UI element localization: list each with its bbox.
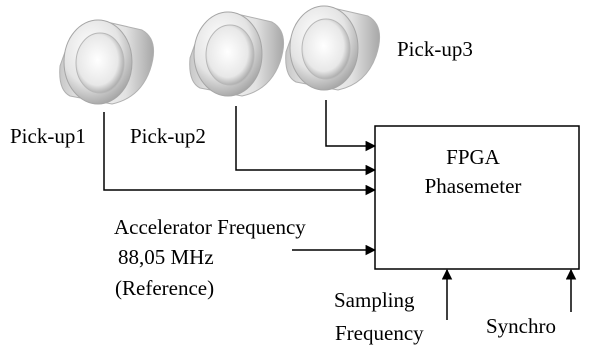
sampling-label: Sampling [334, 288, 415, 312]
reference-label: (Reference) [115, 276, 214, 300]
accelerator-frequency-label: Accelerator Frequency [114, 215, 306, 239]
pickup1-cylinder [59, 19, 155, 105]
pickup2-label: Pick-up2 [130, 124, 206, 148]
box-title: FPGA [446, 145, 501, 169]
pickup3-cylinder [285, 5, 381, 91]
accelerator-frequency-value: 88,05 MHz [118, 245, 214, 269]
frequency-label: Frequency [335, 321, 424, 345]
pickup2-cylinder [189, 11, 285, 97]
box-subtitle: Phasemeter [425, 174, 522, 198]
pickup3-label: Pick-up3 [397, 37, 473, 61]
pickup1-connector [103, 112, 377, 196]
synchro-label: Synchro [486, 314, 556, 338]
pickup1-label: Pick-up1 [10, 124, 86, 148]
fpga-phasemeter-box [374, 125, 580, 270]
pickup3-connector [325, 100, 377, 152]
pickup2-connector [235, 106, 377, 176]
